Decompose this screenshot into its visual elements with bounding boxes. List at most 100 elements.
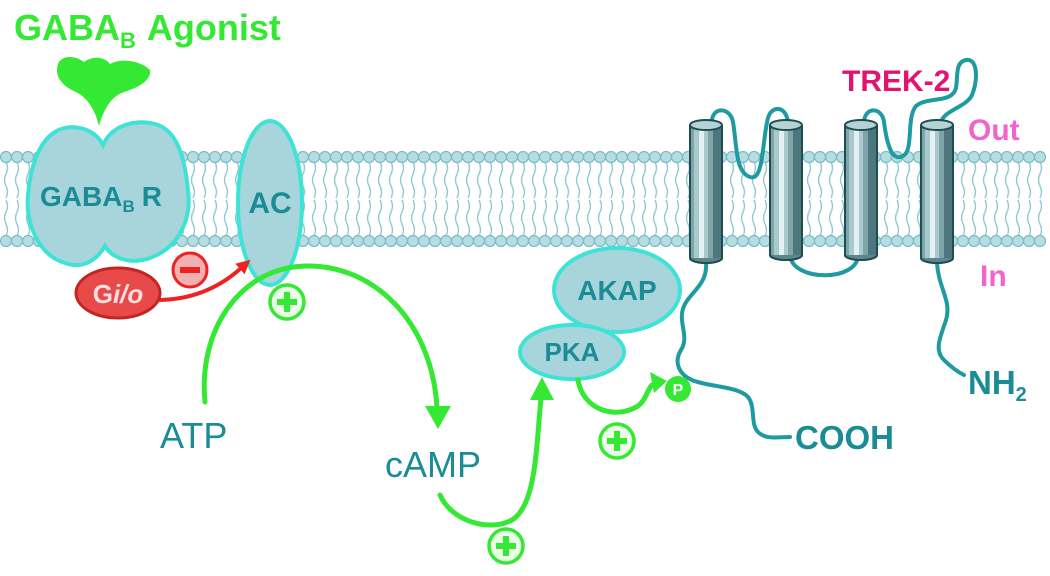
akap-label: AKAP: [577, 275, 656, 306]
agonist-label-main: GABA: [14, 7, 120, 48]
lipid-head: [439, 234, 453, 248]
lipid-tail: [333, 199, 339, 237]
atp-label: ATP: [160, 415, 227, 456]
lipid-head: [659, 234, 673, 248]
g-protein: Gi/o: [74, 266, 162, 320]
atp-to-camp-arrow: [201, 263, 440, 411]
plus-bar-v: [503, 536, 509, 556]
lipid-head: [395, 150, 409, 164]
lipid-head: [351, 234, 365, 248]
lipid-tail: [388, 199, 394, 237]
lipid-tail: [1037, 161, 1043, 199]
helix-highlight: [779, 125, 784, 255]
lipid-head: [384, 234, 398, 248]
lipid-tail: [1004, 199, 1010, 237]
lipid-tail: [223, 161, 229, 199]
lipid-head: [340, 234, 354, 248]
lipid-tail: [817, 161, 823, 199]
lipid-head: [1000, 234, 1014, 248]
lipid-head: [329, 234, 343, 248]
lipid-head: [758, 234, 772, 248]
lipid-tail: [520, 199, 526, 237]
lipid-tail: [575, 199, 581, 237]
lipid-tail: [1037, 199, 1043, 237]
lipid-head: [1022, 150, 1036, 164]
lipid-head: [659, 150, 673, 164]
lipid-head: [483, 150, 497, 164]
lipid-head: [978, 234, 992, 248]
lipid-tail: [1015, 199, 1021, 237]
lipid-head: [318, 150, 332, 164]
lipid-head: [362, 150, 376, 164]
lipid-tail: [1026, 199, 1032, 237]
lipid-tail: [762, 161, 768, 199]
trek2-helices: [689, 119, 954, 264]
c-terminal-tail: [675, 260, 792, 440]
lipid-tail: [355, 161, 361, 199]
lipid-tail: [311, 161, 317, 199]
lipid-head: [582, 234, 596, 248]
lipid-tail: [476, 161, 482, 199]
n-terminus-main: NH: [968, 364, 1016, 401]
lipid-head: [384, 150, 398, 164]
c-terminus-label: COOH: [795, 419, 894, 456]
lipid-tail: [663, 161, 669, 199]
ac-body: [236, 119, 304, 287]
lipid-tail: [366, 199, 372, 237]
g-protein-body: [74, 266, 162, 320]
lipid-head: [197, 234, 211, 248]
minus-circle-icon: [171, 251, 209, 289]
lipid-head: [1011, 234, 1025, 248]
lipid-head: [615, 234, 629, 248]
lipid-head: [538, 150, 552, 164]
receptor-label-rest: R: [142, 181, 162, 212]
lipid-head: [340, 150, 354, 164]
lipid-head: [967, 234, 981, 248]
lipid-head: [813, 234, 827, 248]
lipid-head: [406, 150, 420, 164]
helix-outline: [769, 125, 803, 261]
lipid-tail: [190, 199, 196, 237]
lipid-tail: [971, 161, 977, 199]
camp-to-pka-arrowhead: [530, 377, 554, 400]
lipid-tail: [201, 199, 207, 237]
lipid-head: [307, 150, 321, 164]
lipid-tail: [3, 199, 9, 237]
lipid-head: [472, 150, 486, 164]
lipid-head: [802, 234, 816, 248]
lipid-tail: [619, 199, 625, 237]
receptor-label-main: GABA: [40, 181, 122, 212]
lipid-head: [527, 150, 541, 164]
lipid-head: [582, 150, 596, 164]
lipid-head: [186, 234, 200, 248]
lipid-head: [549, 150, 563, 164]
akap-body: [552, 246, 682, 334]
phosphate-circle: [665, 376, 691, 402]
lipid-tail: [1026, 161, 1032, 199]
g-protein-label-italic: i/o: [113, 279, 143, 309]
helix-outline: [920, 125, 954, 264]
lipid-head: [637, 234, 651, 248]
lipid-tail: [630, 199, 636, 237]
lipid-head: [802, 150, 816, 164]
lipid-tail: [641, 161, 647, 199]
lipid-head: [505, 234, 519, 248]
lipid-tail: [586, 199, 592, 237]
lipid-head: [186, 150, 200, 164]
lipid-head: [527, 234, 541, 248]
camp-to-pka-arrow: [437, 395, 544, 528]
lipid-head: [670, 150, 684, 164]
lipid-tail: [454, 161, 460, 199]
lipid-head: [648, 150, 662, 164]
lipid-tail: [641, 199, 647, 237]
lipid-head: [461, 234, 475, 248]
inhibition-arrowhead: [235, 259, 251, 275]
adenylyl-cyclase: AC: [236, 119, 304, 287]
n-terminus-label: NH2: [968, 364, 1027, 406]
lipid-head: [571, 234, 585, 248]
lipid-head: [329, 150, 343, 164]
lipid-tail: [498, 161, 504, 199]
lipid-head: [747, 234, 761, 248]
